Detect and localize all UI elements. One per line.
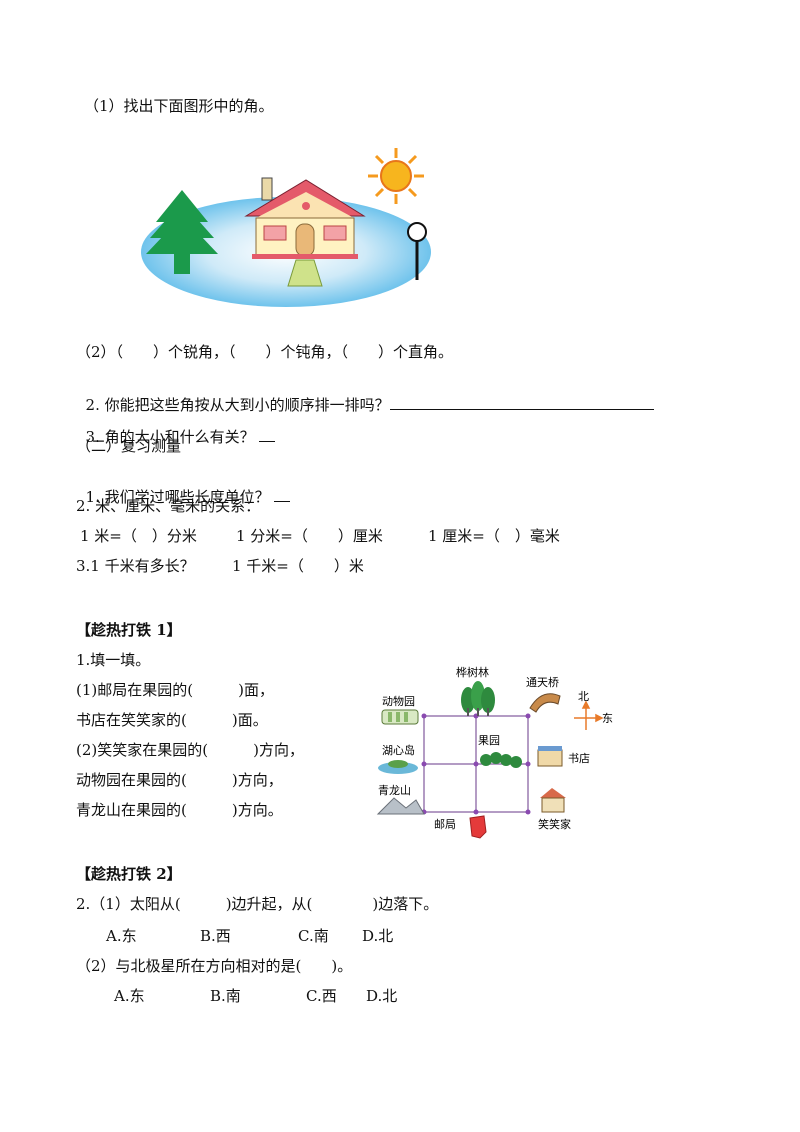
compass-icon: [574, 700, 604, 730]
exercise2-q2: （2）与北极星所在方向相对的是( )。: [76, 957, 353, 975]
section2-title: （二）复习测量: [76, 437, 182, 455]
orchard-icon: [480, 752, 522, 768]
kilometer-question: 3.1 千米有多长？: [76, 557, 195, 575]
exercise2-q1: 2.（1）太阳从( )边升起，从( )边落下。: [76, 895, 439, 913]
q2-order-angles: 2. 你能把这些角按从大到小的顺序排一排吗？: [76, 374, 654, 415]
mountain-label: 青龙山: [378, 784, 411, 797]
zoo-label: 动物园: [382, 694, 415, 708]
exercise1-line-4: 动物园在果园的( )方向，: [76, 771, 283, 789]
conversion-km-m: 1 千米=（ ）米: [232, 557, 364, 575]
exercise2-title: 【趁热打铁 2】: [76, 865, 182, 883]
house-icon: [244, 177, 366, 287]
q3-text: 3. 角的大小和什么有关？: [85, 428, 255, 446]
unit-relation-question: 2. 米、厘米、毫米的关系：: [76, 497, 261, 515]
q3-angle-size: 3. 角的大小和什么有关？: [76, 406, 275, 447]
q3-answer-blank[interactable]: [258, 426, 275, 442]
q2-option-d[interactable]: D.北: [366, 987, 398, 1005]
north-label: 北: [578, 690, 589, 703]
mountain-icon: [376, 797, 425, 815]
signpost-icon: [407, 222, 427, 280]
q2-option-c[interactable]: C.西: [306, 987, 337, 1005]
post-office-icon: [469, 815, 487, 839]
conversion-m-dm: 1 米=（ ）分米: [80, 527, 197, 545]
direction-map: 桦树林 通天桥 北 东 动物园 湖心岛 果园 书店 青龙山 笑笑家: [376, 665, 613, 839]
post-office-label: 邮局: [434, 818, 456, 831]
grid-nodes: [421, 713, 531, 815]
birch-forest-icon: [461, 681, 495, 716]
east-label: 东: [602, 712, 613, 725]
sun-icon: [368, 148, 424, 204]
conversion-cm-mm: 1 厘米=（ ）毫米: [428, 527, 560, 545]
q1-option-d[interactable]: D.北: [362, 927, 394, 945]
length-units-question: 1. 我们学过哪些长度单位？: [76, 466, 290, 507]
q1-2-angle-counts: （2）（ ）个锐角，（ ）个钝角，（ ）个直角。: [76, 343, 454, 361]
exercise1-line-1: (1)邮局在果园的( )面，: [76, 681, 274, 699]
conversion-dm-cm: 1 分米=（ ）厘米: [236, 527, 383, 545]
q1-prompt: （1）找出下面图形中的角。: [84, 97, 274, 115]
island-icon: [378, 760, 418, 774]
exercise1-prompt: 1.填一填。: [76, 651, 151, 669]
q2-option-b[interactable]: B.南: [210, 987, 241, 1005]
home-icon: [540, 788, 566, 813]
bridge-label: 通天桥: [526, 676, 559, 689]
q2-answer-blank[interactable]: [389, 394, 654, 410]
exercise1-title: 【趁热打铁 1】: [76, 621, 182, 639]
exercise1-line-3: (2)笑笑家在果园的( )方向，: [76, 741, 304, 759]
bridge-icon: [529, 693, 561, 713]
q1-option-c[interactable]: C.南: [298, 927, 329, 945]
q2-text: 2. 你能把这些角按从大到小的顺序排一排吗？: [85, 396, 390, 414]
birch-forest-label: 桦树林: [456, 665, 489, 679]
q1-option-a[interactable]: A.东: [106, 927, 137, 945]
island-label: 湖心岛: [382, 743, 415, 757]
q2-option-a[interactable]: A.东: [114, 987, 145, 1005]
zoo-icon: [381, 709, 419, 725]
bookstore-icon: [537, 746, 563, 767]
home-label: 笑笑家: [538, 817, 571, 831]
exercise1-line-5: 青龙山在果园的( )方向。: [76, 801, 283, 819]
bookstore-label: 书店: [568, 751, 590, 765]
length-units-blank[interactable]: [273, 486, 290, 502]
tree-icon: [146, 190, 218, 274]
exercise1-line-2: 书店在笑笑家的( )面。: [76, 711, 268, 729]
house-scene-illustration: [141, 148, 431, 307]
length-units-text: 1. 我们学过哪些长度单位？: [85, 488, 270, 506]
orchard-label: 果园: [478, 734, 500, 747]
q1-option-b[interactable]: B.西: [200, 927, 231, 945]
